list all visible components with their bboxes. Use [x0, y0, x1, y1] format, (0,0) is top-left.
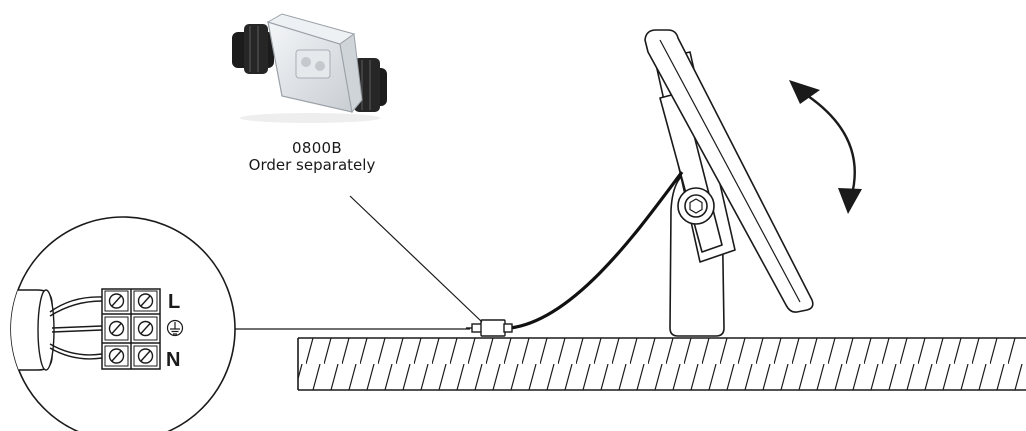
terminal-label-live: L: [168, 291, 180, 313]
floodlight-fixture: [644, 29, 814, 337]
leader-line: [349, 195, 483, 323]
product-model-label: 0800B: [292, 139, 342, 157]
ground-surface: [297, 337, 1026, 391]
terminal-detail-circle: L N: [10, 216, 236, 431]
inline-connector: [466, 319, 513, 337]
power-cable: [509, 171, 684, 330]
terminal-screws: [108, 293, 154, 364]
earth-ground-icon: [166, 319, 184, 337]
tilt-arrow-icon: [789, 80, 862, 214]
order-note-label: Order separately: [248, 156, 376, 174]
lamp-front-panel: [644, 29, 814, 313]
terminal-label-neutral: N: [166, 349, 180, 371]
junction-box-image: [232, 13, 387, 123]
